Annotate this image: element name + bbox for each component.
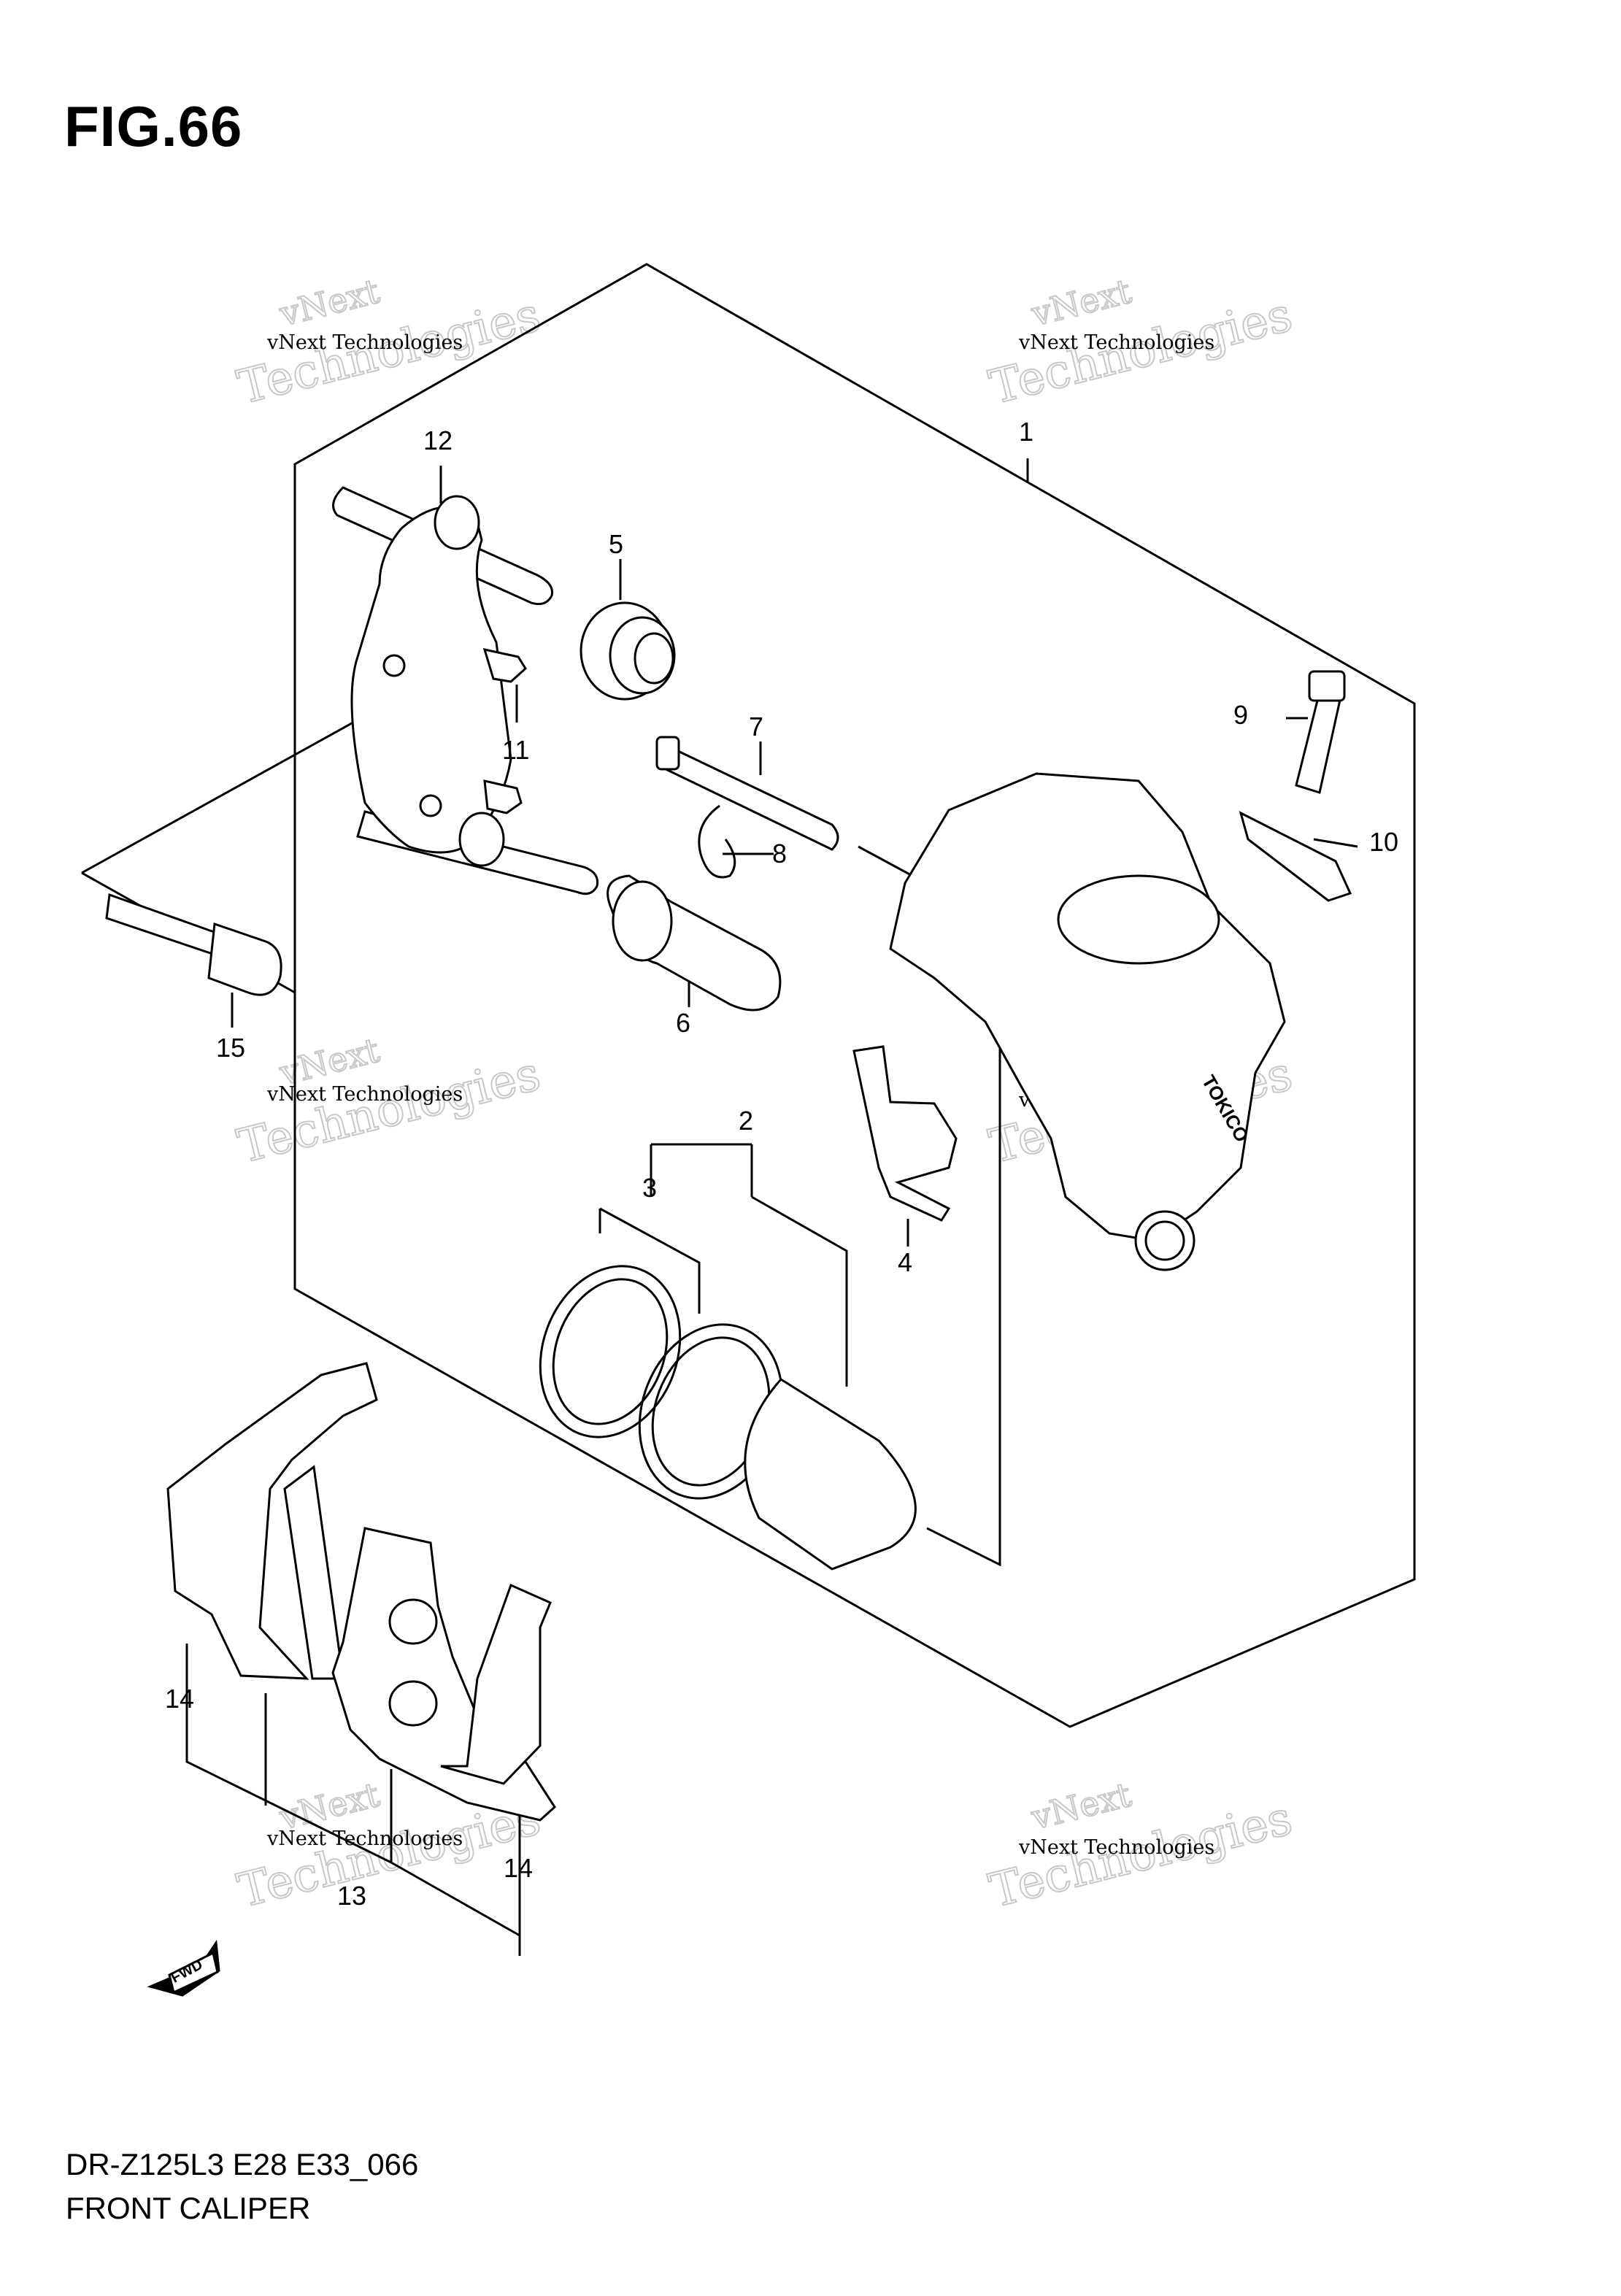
callout-3: 3 xyxy=(642,1173,657,1203)
watermark-small: vNext xyxy=(1027,271,1135,334)
brake-pad-set-part-13 xyxy=(166,1362,556,1822)
assembly-box xyxy=(293,263,1416,1728)
callout-7: 7 xyxy=(749,712,763,741)
clip-part-8 xyxy=(698,804,736,879)
watermark-small: vNext xyxy=(1027,1774,1135,1837)
watermark-label: vNext Technologies xyxy=(266,1083,463,1106)
watermark-small: vNext xyxy=(275,271,383,334)
callout-14-right: 14 xyxy=(504,1853,533,1883)
figure-title: FIG.66 xyxy=(64,94,243,158)
callout-4: 4 xyxy=(898,1247,912,1277)
callout-6: 6 xyxy=(676,1008,690,1038)
boot-part-5 xyxy=(580,601,676,701)
callout-12: 12 xyxy=(423,425,453,455)
watermark-label: vNext Technologies xyxy=(1018,1836,1214,1859)
leader-lines xyxy=(81,458,1358,1956)
piston-seal-part-3 xyxy=(539,1265,682,1438)
callout-11: 11 xyxy=(502,735,529,765)
callout-2: 2 xyxy=(739,1106,753,1136)
callout-8: 8 xyxy=(772,839,787,868)
fwd-arrow xyxy=(147,1939,220,1997)
piston xyxy=(744,1378,917,1571)
bolt-part-15 xyxy=(105,893,282,996)
callout-labels: 1 2 3 4 5 6 7 8 9 10 11 12 13 14 14 15 xyxy=(165,417,1398,1911)
pin-bolt-part-7 xyxy=(655,736,839,851)
cap-part-10 xyxy=(1239,811,1352,902)
callout-5: 5 xyxy=(609,529,623,559)
callout-1: 1 xyxy=(1019,417,1033,447)
watermark-label: vNext Technologies xyxy=(1018,331,1214,354)
callout-10: 10 xyxy=(1369,827,1398,857)
watermark-label: vNext Technologies xyxy=(266,331,463,354)
bleeder-valve-part-9 xyxy=(1295,670,1346,794)
caliper-bracket-part-12 xyxy=(332,486,599,895)
caliper-body xyxy=(889,772,1286,1271)
callout-9: 9 xyxy=(1233,700,1248,730)
callout-13: 13 xyxy=(337,1881,366,1911)
boot-and-pin-part-6 xyxy=(607,874,782,1012)
callout-14-left: 14 xyxy=(165,1684,194,1714)
diagram-name: FRONT CALIPER xyxy=(66,2191,311,2225)
watermark-label: vNext Technologies xyxy=(266,1827,463,1850)
callout-15: 15 xyxy=(216,1033,245,1063)
pad-spring-part-4 xyxy=(852,1045,958,1222)
model-code: DR-Z125L3 E28 E33_066 xyxy=(66,2147,419,2181)
